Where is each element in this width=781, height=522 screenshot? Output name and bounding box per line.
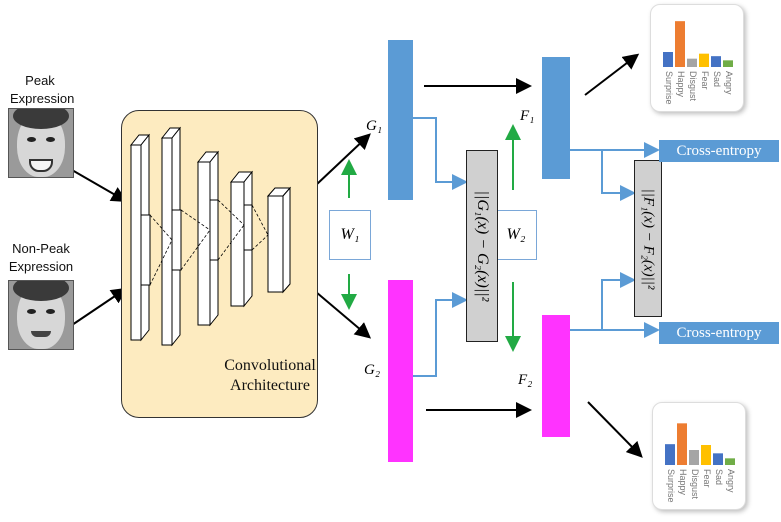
bar-happy	[677, 423, 687, 465]
arrow-f1-to-chart	[584, 53, 640, 96]
f2-label: F₂	[518, 372, 533, 388]
tick-label-fear: Fear	[700, 71, 710, 90]
g-distance-formula: ||G₁(x) − G₂(x)||²	[474, 190, 491, 302]
cross-entropy-top: Cross-entropy	[659, 140, 779, 162]
peak-face-image	[8, 108, 74, 178]
peak-expression-label: Peak Expression	[10, 73, 75, 106]
f-distance-formula: ||F₁(x) − F₂(x)||²	[640, 188, 657, 289]
g1-label: G₁	[366, 118, 383, 134]
connector-f1-to-diff	[601, 150, 636, 201]
tick-label-sad: Sad	[712, 71, 722, 87]
tick-label-surprise: Surprise	[666, 469, 676, 503]
f2-block	[542, 315, 570, 437]
tick-label-fear: Fear	[702, 469, 712, 488]
w1-box: W₁	[329, 210, 371, 260]
bar-disgust	[687, 58, 697, 67]
bar-surprise	[663, 52, 673, 67]
conv-architecture-label: Convolutional Architecture	[224, 357, 316, 394]
w2-box: W₂	[495, 210, 537, 260]
arrow-peak-to-conv	[71, 169, 128, 202]
bar-happy	[675, 21, 685, 68]
tick-label-happy: Happy	[678, 469, 688, 496]
bar-sad	[711, 56, 721, 67]
nonpeak-expression-label: Non-Peak Expression	[8, 241, 74, 274]
f1-block	[542, 57, 570, 179]
bar-disgust	[689, 450, 699, 465]
tick-label-disgust: Disgust	[690, 469, 700, 500]
g2-block	[388, 280, 413, 462]
arrow-conv-to-g2	[315, 291, 372, 339]
bar-fear	[699, 53, 709, 67]
arrow-nonpeak-to-conv	[71, 287, 128, 326]
f-distance-box: ||F₁(x) − F₂(x)||²	[634, 160, 662, 317]
tick-label-disgust: Disgust	[688, 71, 698, 102]
nonpeak-face-image	[8, 280, 74, 350]
g-distance-box: ||G₁(x) − G₂(x)||²	[466, 150, 498, 342]
tick-label-surprise: Surprise	[664, 71, 674, 105]
bar-angry	[725, 458, 735, 465]
tick-label-sad: Sad	[714, 469, 724, 485]
bar-angry	[723, 60, 733, 67]
tick-label-happy: Happy	[676, 71, 686, 98]
tick-label-angry: Angry	[724, 71, 734, 95]
f1-label: F₁	[520, 108, 535, 124]
connector-g2-to-diff	[413, 292, 468, 377]
g1-block	[388, 40, 413, 200]
bar-surprise	[665, 444, 675, 465]
g2-label: G₂	[364, 362, 381, 378]
bar-fear	[701, 445, 711, 465]
tick-label-angry: Angry	[726, 469, 736, 493]
arrow-f2-to-chart	[587, 401, 643, 458]
cross-entropy-bottom: Cross-entropy	[659, 322, 779, 344]
connector-f2-to-diff	[601, 272, 636, 330]
bar-sad	[713, 453, 723, 465]
connector-g1-to-diff	[413, 117, 468, 190]
